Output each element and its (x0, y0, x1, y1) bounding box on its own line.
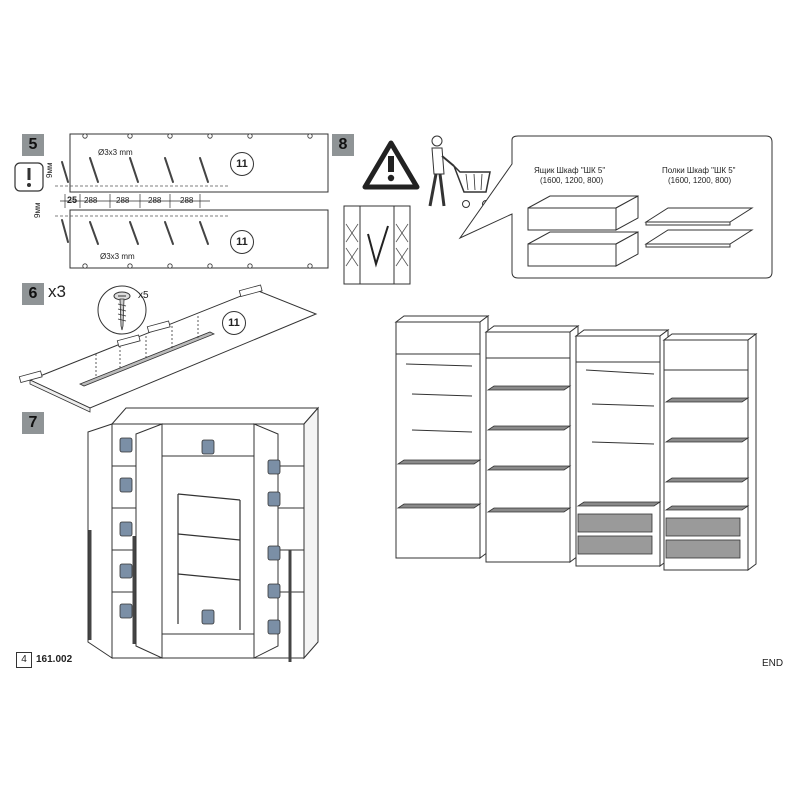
step8-drawer-title: Ящик Шкаф "ШК 5" (534, 166, 606, 175)
warning-triangle-icon (362, 140, 420, 190)
step-5-number: 5 (22, 134, 44, 156)
step-7-number: 7 (22, 412, 44, 434)
caution-note-icon (14, 162, 44, 192)
step5-hole-label-top: Ø3x3 mm (98, 148, 133, 157)
step-8-number: 8 (332, 134, 354, 156)
step5-part-badge-top: 11 (230, 152, 254, 176)
end-label: END (762, 658, 784, 669)
shelf-boards-drawing (644, 207, 754, 248)
page-number: 4 (16, 652, 32, 668)
step6-screw-count: x5 (138, 290, 149, 301)
document-code: 161.002 (36, 654, 73, 665)
drawer-boxes-drawing (527, 195, 639, 267)
step5-dim-vertical-top: 9мм (45, 162, 54, 178)
final-cabinet-configurations-drawing (394, 315, 758, 571)
step7-wardrobe-assembly-drawing (87, 406, 320, 662)
wardrobe-front-icon (343, 205, 411, 285)
step5-panels-drawing (55, 133, 329, 269)
step5-dim-spacing-2: 288 (116, 196, 130, 205)
step8-drawer-sizes: (1600, 1200, 800) (540, 176, 604, 185)
screw-callout-icon (97, 285, 147, 335)
step5-hole-label-bottom: Ø3x3 mm (100, 252, 135, 261)
step5-dim-spacing-1: 288 (84, 196, 98, 205)
step5-dim-first: 25 (67, 195, 78, 205)
step8-shelf-sizes: (1600, 1200, 800) (668, 176, 732, 185)
step6-part-badge: 11 (222, 311, 246, 335)
step5-part-badge-bottom: 11 (230, 230, 254, 254)
step6-multiplier: x3 (48, 282, 66, 301)
step5-dim-spacing-4: 288 (180, 196, 194, 205)
step8-shelf-title: Полки Шкаф "ШК 5" (662, 166, 736, 175)
step5-dim-spacing-3: 288 (148, 196, 162, 205)
step5-dim-vertical-bottom: 9мм (33, 202, 42, 218)
step-6-number: 6 (22, 283, 44, 305)
step6-panel-drawing (18, 284, 318, 413)
